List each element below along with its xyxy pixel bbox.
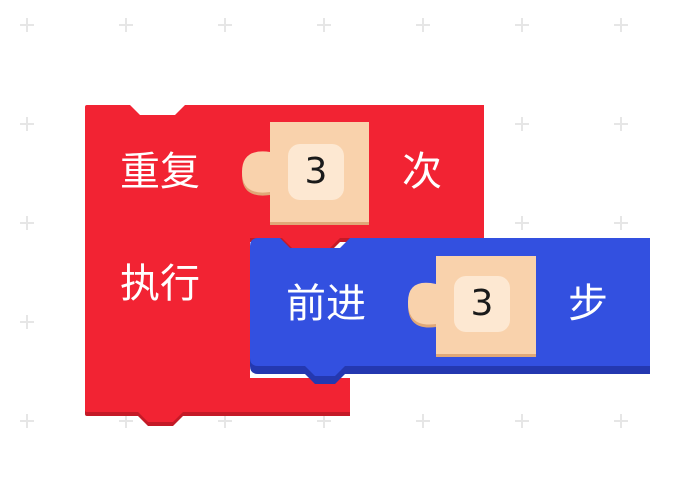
grid-plus-icon — [20, 18, 34, 32]
repeat-label: 重复 — [120, 149, 200, 195]
grid-plus-icon — [515, 117, 529, 131]
grid-plus-icon — [614, 414, 628, 428]
repeat-unit-label: 次 — [402, 149, 442, 195]
grid-plus-icon — [614, 216, 628, 230]
repeat-do-label: 执行 — [120, 261, 200, 307]
grid-plus-icon — [317, 18, 331, 32]
grid-plus-icon — [515, 216, 529, 230]
grid-plus-icon — [614, 18, 628, 32]
grid-plus-icon — [218, 18, 232, 32]
repeat-count-field[interactable]: 3 — [288, 144, 344, 200]
grid-plus-icon — [119, 18, 133, 32]
grid-plus-icon — [515, 414, 529, 428]
grid-plus-icon — [317, 414, 331, 428]
grid-plus-icon — [20, 414, 34, 428]
move-label: 前进 — [286, 281, 366, 327]
grid-plus-icon — [20, 216, 34, 230]
grid-plus-icon — [515, 18, 529, 32]
grid-plus-icon — [119, 414, 133, 428]
move-unit-label: 步 — [568, 281, 608, 327]
grid-plus-icon — [416, 414, 430, 428]
grid-plus-icon — [218, 414, 232, 428]
grid-plus-icon — [614, 117, 628, 131]
grid-plus-icon — [416, 18, 430, 32]
steps-field[interactable]: 3 — [454, 276, 510, 332]
grid-plus-icon — [20, 315, 34, 329]
grid-plus-icon — [20, 117, 34, 131]
repeat-block[interactable] — [85, 105, 484, 426]
